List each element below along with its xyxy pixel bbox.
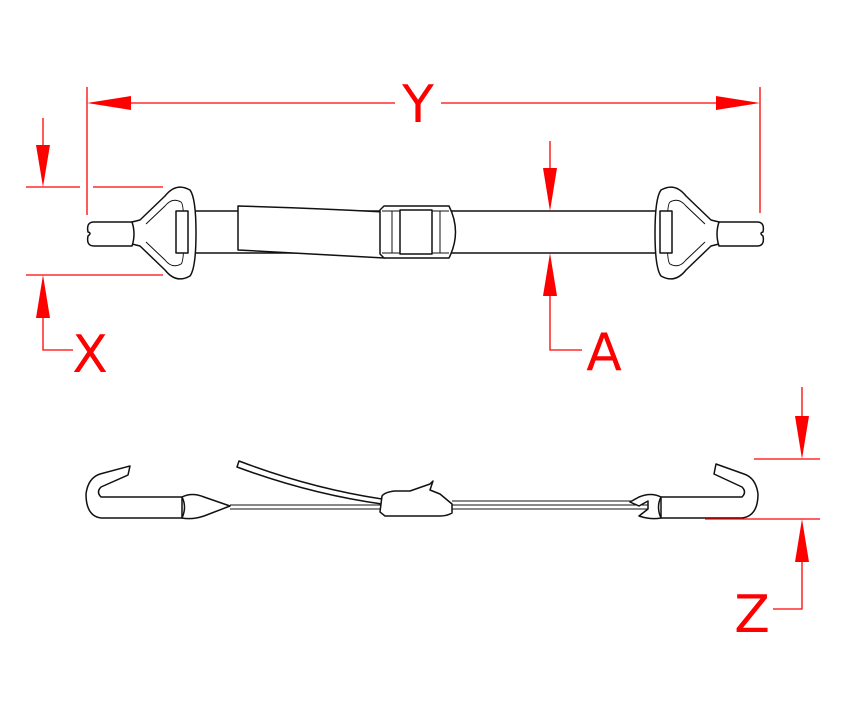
right-hook xyxy=(629,463,759,520)
right-end-fitting xyxy=(654,186,765,280)
strap-tail-side xyxy=(236,460,383,505)
dimension-x: X xyxy=(26,118,163,385)
left-hook xyxy=(85,465,231,520)
dimension-y: Y xyxy=(86,75,761,215)
cam-buckle xyxy=(379,205,457,259)
strap-tail xyxy=(237,205,386,259)
left-end-fitting xyxy=(86,186,197,280)
dimension-z: Z xyxy=(705,387,820,645)
dimension-label-y: Y xyxy=(401,75,434,135)
dimension-label-z: Z xyxy=(734,585,770,645)
dimension-label-x: X xyxy=(72,325,108,385)
dimension-label-a: A xyxy=(586,323,622,383)
side-view: Z xyxy=(85,387,820,645)
cam-buckle-side xyxy=(379,480,453,517)
dimension-a: A xyxy=(543,141,622,383)
top-view: Y X A xyxy=(26,75,765,385)
